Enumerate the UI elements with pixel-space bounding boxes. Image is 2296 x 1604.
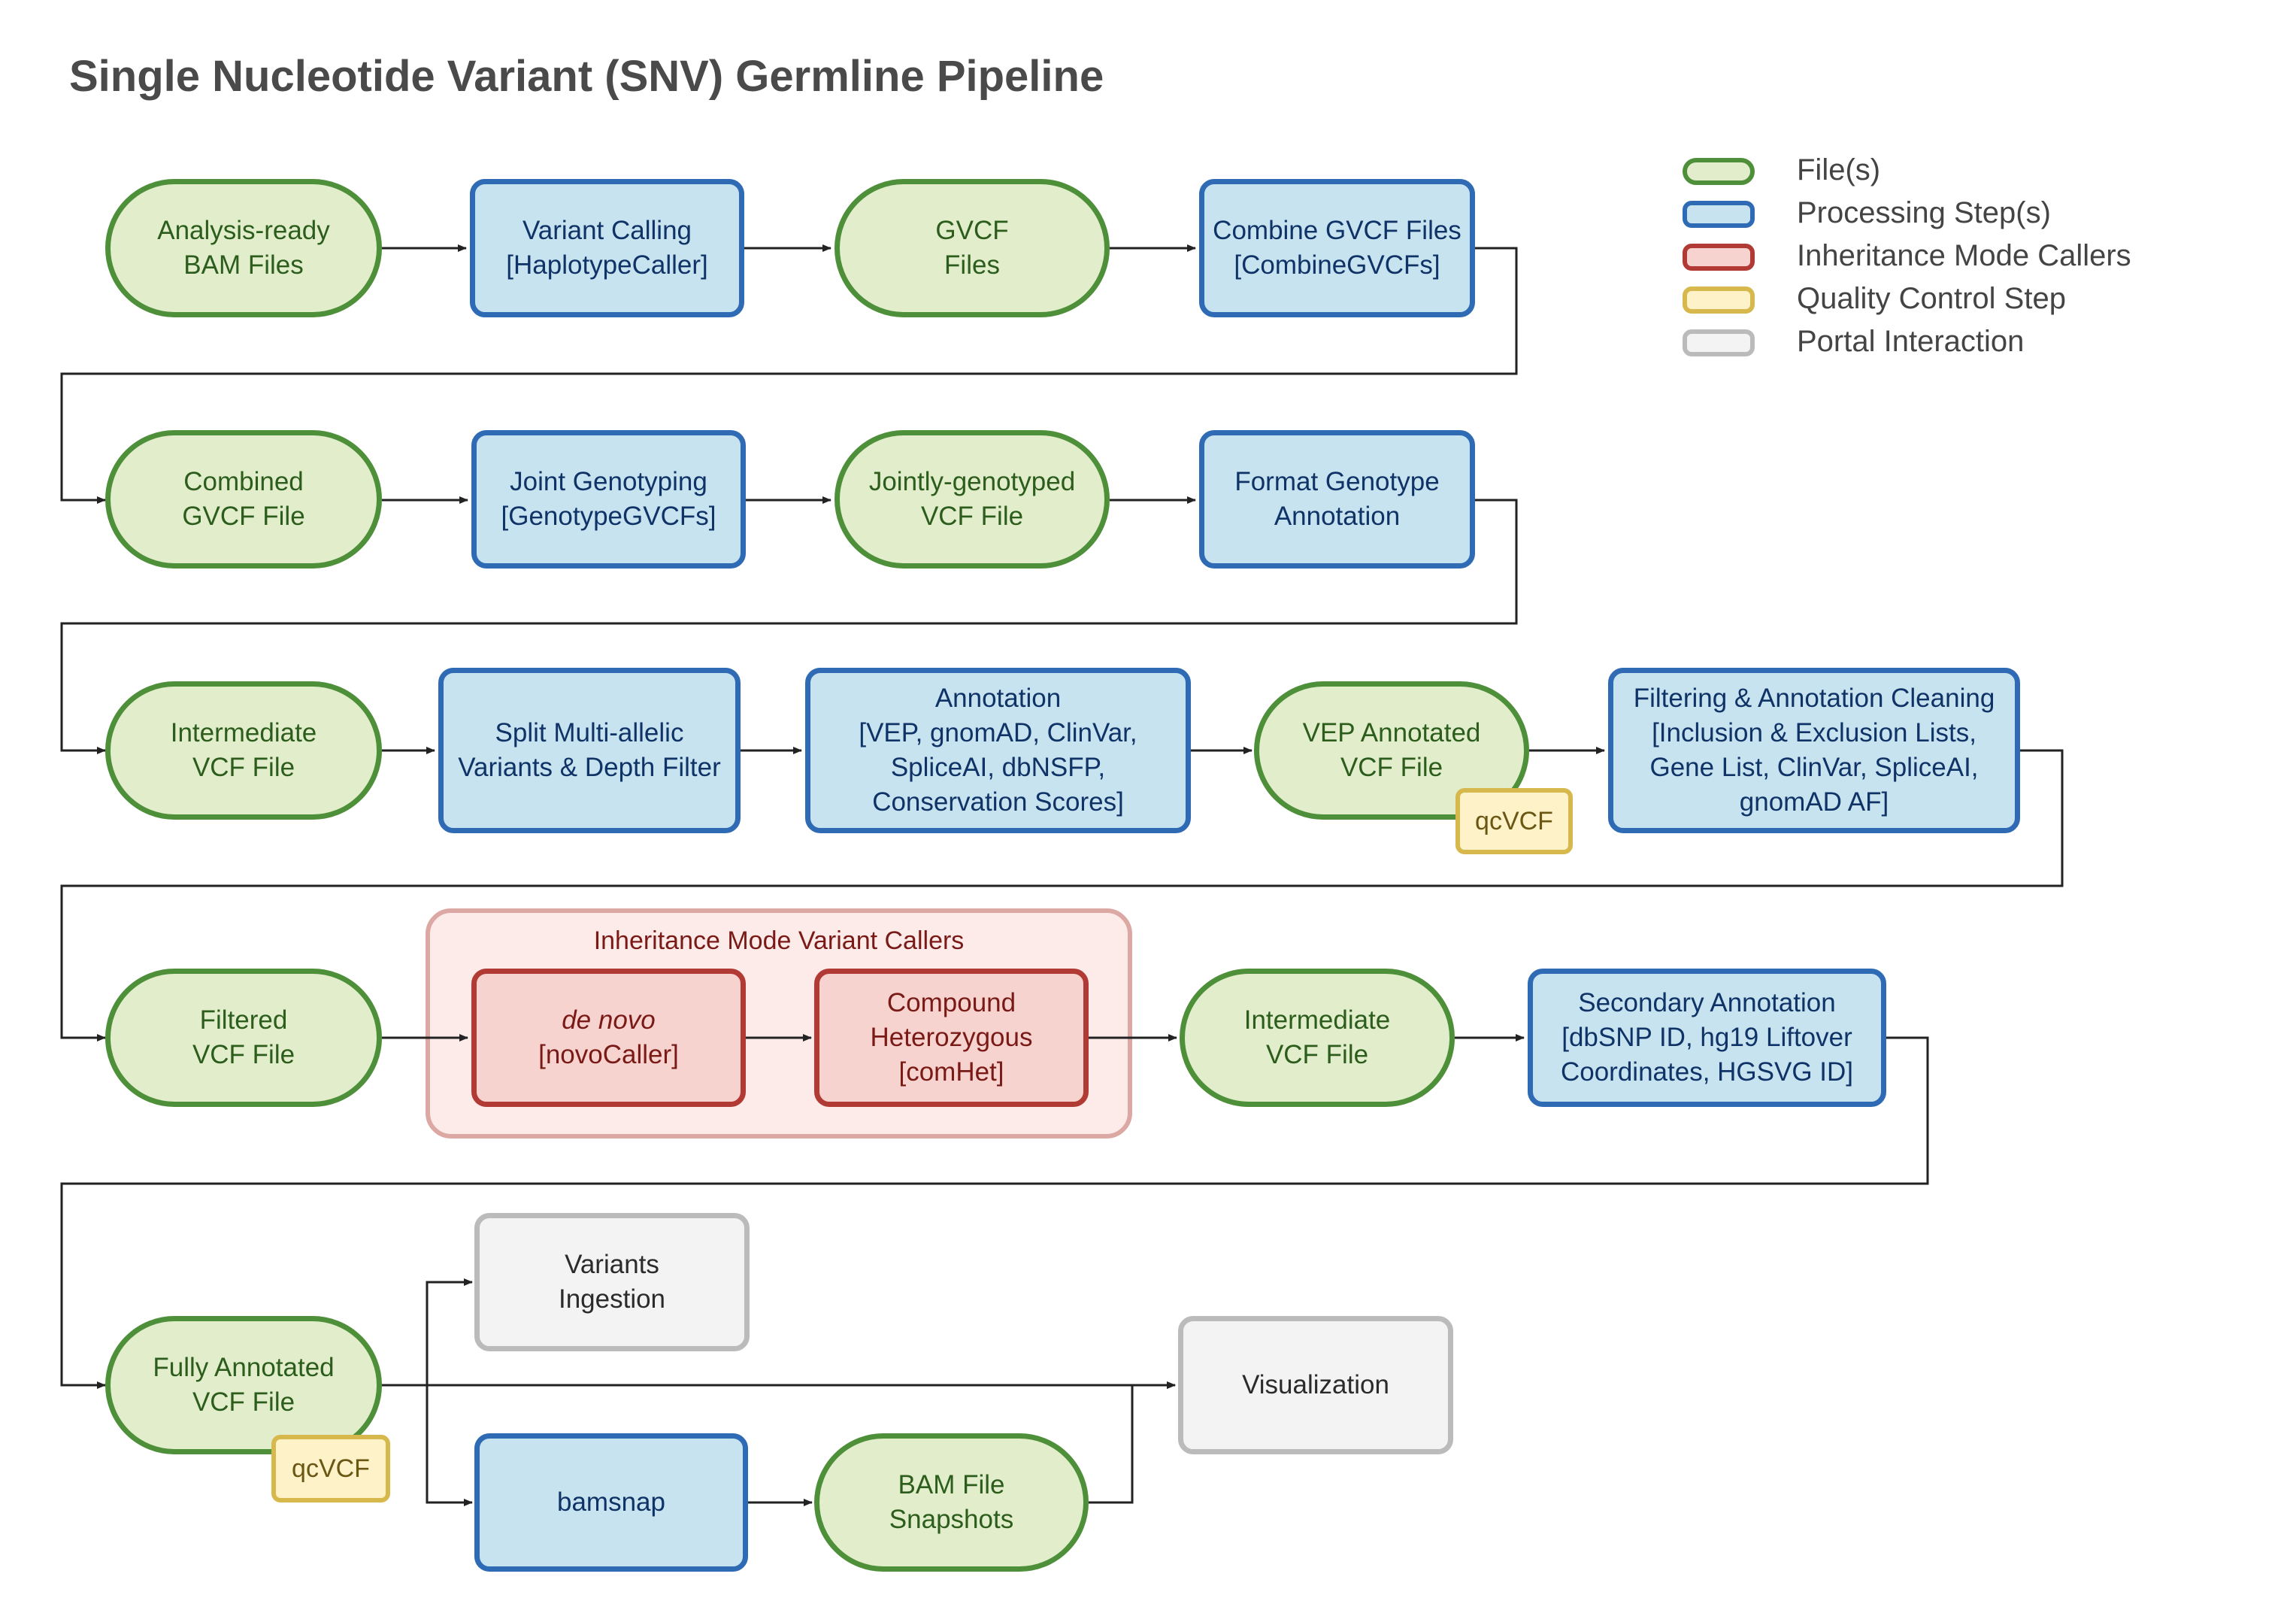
legend-label: Quality Control Step bbox=[1797, 282, 2066, 315]
arrow-comb-to-cgvcf bbox=[60, 247, 1518, 504]
node-text: [CombineGVCFs] bbox=[1234, 250, 1440, 280]
filtering-annotation-cleaning-node: Filtering & Annotation Cleaning [Inclusi… bbox=[1608, 668, 2020, 833]
node-text: [Inclusion & Exclusion Lists, bbox=[1652, 718, 1976, 747]
legend-swatch-qc bbox=[1683, 287, 1755, 314]
node-text: Files bbox=[944, 250, 1000, 280]
arrow-filt-to-fvcf bbox=[60, 749, 2064, 1042]
node-text: Filtered bbox=[199, 1005, 288, 1035]
variants-ingestion-node: Variants Ingestion bbox=[474, 1213, 750, 1351]
node-text: Variants & Depth Filter bbox=[458, 753, 721, 782]
node-text: VCF File bbox=[1265, 1040, 1369, 1069]
node-text: BAM Files bbox=[183, 250, 304, 280]
node-text: Conservation Scores] bbox=[872, 787, 1124, 817]
node-text: Analysis-ready bbox=[157, 216, 330, 245]
legend-label: File(s) bbox=[1797, 153, 1881, 186]
node-text: Annotation bbox=[934, 684, 1062, 713]
node-text: Visualization bbox=[1242, 1370, 1389, 1399]
node-text: Coordinates, HGSVG ID] bbox=[1560, 1057, 1854, 1087]
node-text: VCF File bbox=[192, 753, 295, 782]
filtered-vcf-file-node: Filtered VCF File bbox=[105, 969, 382, 1107]
node-text: Combined bbox=[183, 467, 304, 496]
node-text: [novoCaller] bbox=[538, 1040, 679, 1069]
intermediate-vcf-file-node: Intermediate VCF File bbox=[105, 681, 382, 820]
node-text: de novo bbox=[562, 1005, 656, 1035]
node-text: VCF File bbox=[920, 502, 1024, 531]
node-text: [VEP, gnomAD, ClinVar, bbox=[859, 718, 1137, 747]
joint-genotyping-node: Joint Genotyping [GenotypeGVCFs] bbox=[471, 430, 746, 569]
group-title: Inheritance Mode Variant Callers bbox=[593, 926, 965, 955]
node-text: Heterozygous bbox=[870, 1023, 1033, 1052]
node-text: Ingestion bbox=[558, 1284, 666, 1314]
legend-swatch-file bbox=[1683, 158, 1755, 185]
analysis-ready-bam-files-node: Analysis-ready BAM Files bbox=[105, 179, 382, 317]
arrow-full-to-ingest bbox=[382, 1278, 473, 1387]
node-text: Split Multi-allelic bbox=[495, 718, 684, 747]
legend-label: Processing Step(s) bbox=[1797, 196, 2051, 229]
node-text: bamsnap bbox=[557, 1487, 665, 1517]
node-text: BAM File bbox=[898, 1470, 1005, 1499]
node-text: Fully Annotated bbox=[153, 1353, 335, 1382]
combined-gvcf-file-node: Combined GVCF File bbox=[105, 430, 382, 569]
node-text: Variant Calling bbox=[522, 216, 692, 245]
node-text: [GenotypeGVCFs] bbox=[501, 502, 716, 531]
fully-annotated-vcf-node: Fully Annotated VCF File bbox=[105, 1316, 382, 1454]
compound-heterozygous-node: Compound Heterozygous [comHet] bbox=[814, 969, 1089, 1107]
node-text: Secondary Annotation bbox=[1578, 988, 1836, 1017]
node-text: Intermediate bbox=[1243, 1005, 1391, 1035]
node-text: Format Genotype bbox=[1234, 467, 1440, 496]
node-text: Annotation bbox=[1274, 502, 1401, 531]
annotation-node: Annotation [VEP, gnomAD, ClinVar, Splice… bbox=[805, 668, 1191, 833]
node-text: VEP Annotated bbox=[1302, 718, 1481, 747]
node-text: Intermediate bbox=[170, 718, 317, 747]
secondary-annotation-node: Secondary Annotation [dbSNP ID, hg19 Lif… bbox=[1528, 969, 1886, 1107]
legend-label: Portal Interaction bbox=[1797, 325, 2025, 358]
qcvcf-badge-vep: qcVCF bbox=[1455, 788, 1573, 854]
page-title: Single Nucleotide Variant (SNV) Germline… bbox=[69, 52, 1104, 101]
node-text: VCF File bbox=[192, 1040, 295, 1069]
node-text: [dbSNP ID, hg19 Liftover bbox=[1561, 1023, 1852, 1052]
legend-swatch-process bbox=[1683, 201, 1755, 228]
node-text: gnomAD AF] bbox=[1739, 787, 1889, 817]
node-text: SpliceAI, dbNSFP, bbox=[890, 753, 1106, 782]
node-text: Combine GVCF Files bbox=[1213, 216, 1462, 245]
arrow-sec-to-full bbox=[60, 1036, 1929, 1389]
node-text: [comHet] bbox=[898, 1057, 1004, 1087]
node-text: VCF File bbox=[1340, 753, 1443, 782]
node-text: VCF File bbox=[192, 1387, 295, 1417]
arrow-full-to-bamsnap bbox=[426, 1385, 473, 1506]
jointly-genotyped-vcf-node: Jointly-genotyped VCF File bbox=[834, 430, 1110, 569]
node-text: Snapshots bbox=[889, 1505, 1014, 1534]
arrow-snaps-to-viz bbox=[1089, 1381, 1176, 1504]
gvcf-files-node: GVCF Files bbox=[834, 179, 1110, 317]
split-multiallelic-node: Split Multi-allelic Variants & Depth Fil… bbox=[438, 668, 741, 833]
legend-swatch-inheritance bbox=[1683, 244, 1755, 271]
variant-calling-node: Variant Calling [HaplotypeCaller] bbox=[470, 179, 744, 317]
node-text: Compound bbox=[886, 988, 1016, 1017]
node-text: GVCF File bbox=[182, 502, 305, 531]
node-text: Filtering & Annotation Cleaning bbox=[1633, 684, 1995, 713]
bamsnap-node: bamsnap bbox=[474, 1433, 748, 1572]
combine-gvcf-files-node: Combine GVCF Files [CombineGVCFs] bbox=[1199, 179, 1475, 317]
node-text: GVCF bbox=[935, 216, 1009, 245]
node-text: Gene List, ClinVar, SpliceAI, bbox=[1649, 753, 1979, 782]
node-text: qcVCF bbox=[292, 1454, 370, 1483]
bam-file-snapshots-node: BAM File Snapshots bbox=[814, 1433, 1089, 1572]
node-text: [HaplotypeCaller] bbox=[506, 250, 708, 280]
intermediate-vcf-file-node-2: Intermediate VCF File bbox=[1180, 969, 1455, 1107]
arrow-fmt-to-ivcf1 bbox=[60, 499, 1518, 754]
node-text: Variants bbox=[565, 1250, 659, 1279]
legend-label: Inheritance Mode Callers bbox=[1797, 239, 2131, 272]
qcvcf-badge-full: qcVCF bbox=[271, 1435, 390, 1502]
visualization-node: Visualization bbox=[1178, 1316, 1453, 1454]
legend-swatch-portal bbox=[1683, 329, 1755, 356]
node-text: Jointly-genotyped bbox=[868, 467, 1076, 496]
node-text: qcVCF bbox=[1475, 807, 1553, 835]
de-novo-caller-node: de novo [novoCaller] bbox=[471, 969, 746, 1107]
format-genotype-annotation-node: Format Genotype Annotation bbox=[1199, 430, 1475, 569]
node-text: Joint Genotyping bbox=[510, 467, 707, 496]
